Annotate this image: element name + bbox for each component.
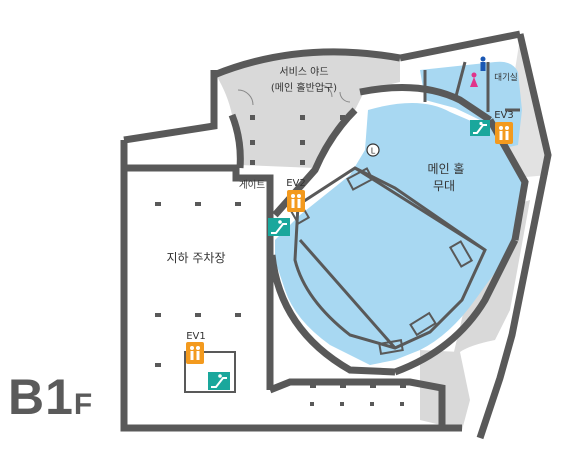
outer-wall-right xyxy=(476,33,552,440)
lift-marker-label: L xyxy=(371,147,376,156)
escalator-icon[interactable] xyxy=(268,218,290,236)
parking-label: 지하 주차장 xyxy=(166,251,225,265)
service-yard-label: 서비스 야드 xyxy=(279,66,328,78)
escalator-icon[interactable] xyxy=(470,120,490,136)
stage-outline xyxy=(293,166,487,350)
hall-outer-wall xyxy=(272,107,358,218)
left-corridor-wall xyxy=(228,113,244,169)
ev2-label: EV2 xyxy=(286,178,306,189)
service-yard-area xyxy=(216,50,400,168)
hall-upper-curve xyxy=(359,84,492,123)
escalator-icon[interactable] xyxy=(208,372,230,390)
parking-inner-wall xyxy=(124,164,274,390)
roof-top-edge xyxy=(399,30,521,62)
floor-suffix: F xyxy=(73,388,93,421)
service-yard-sublabel: (메인 홀반입구) xyxy=(271,81,337,94)
gate-label: 게이트 xyxy=(239,180,265,191)
hall-lower-curve xyxy=(268,254,396,376)
elevator-icon[interactable] xyxy=(186,342,204,364)
restroom-women-icon xyxy=(470,72,478,87)
ev1-room xyxy=(184,351,236,393)
bottom-inner-wall xyxy=(268,378,446,428)
service-yard-arc xyxy=(212,48,401,79)
parking-pillars xyxy=(155,115,406,406)
restroom-men-icon xyxy=(480,56,486,71)
lift-marker-icon: L xyxy=(366,143,380,157)
elevator-icon[interactable] xyxy=(495,122,513,144)
outer-wall-left xyxy=(120,140,462,432)
outer-wall-top xyxy=(123,70,218,144)
waiting-room-label: 대기실 xyxy=(494,72,517,83)
doors xyxy=(237,84,351,106)
hall-lower-right-wall xyxy=(393,238,519,376)
floor-level: B1 xyxy=(8,369,74,425)
main-hall-label: 메인 홀 xyxy=(428,162,465,176)
ev1-label: EV1 xyxy=(186,331,206,342)
floor-label: B1F xyxy=(8,368,92,426)
ev3-label: EV3 xyxy=(494,110,514,121)
backstage-wall xyxy=(423,61,520,112)
main-hall-sublabel: 무대 xyxy=(433,179,455,193)
elevator-icon[interactable] xyxy=(287,190,305,212)
